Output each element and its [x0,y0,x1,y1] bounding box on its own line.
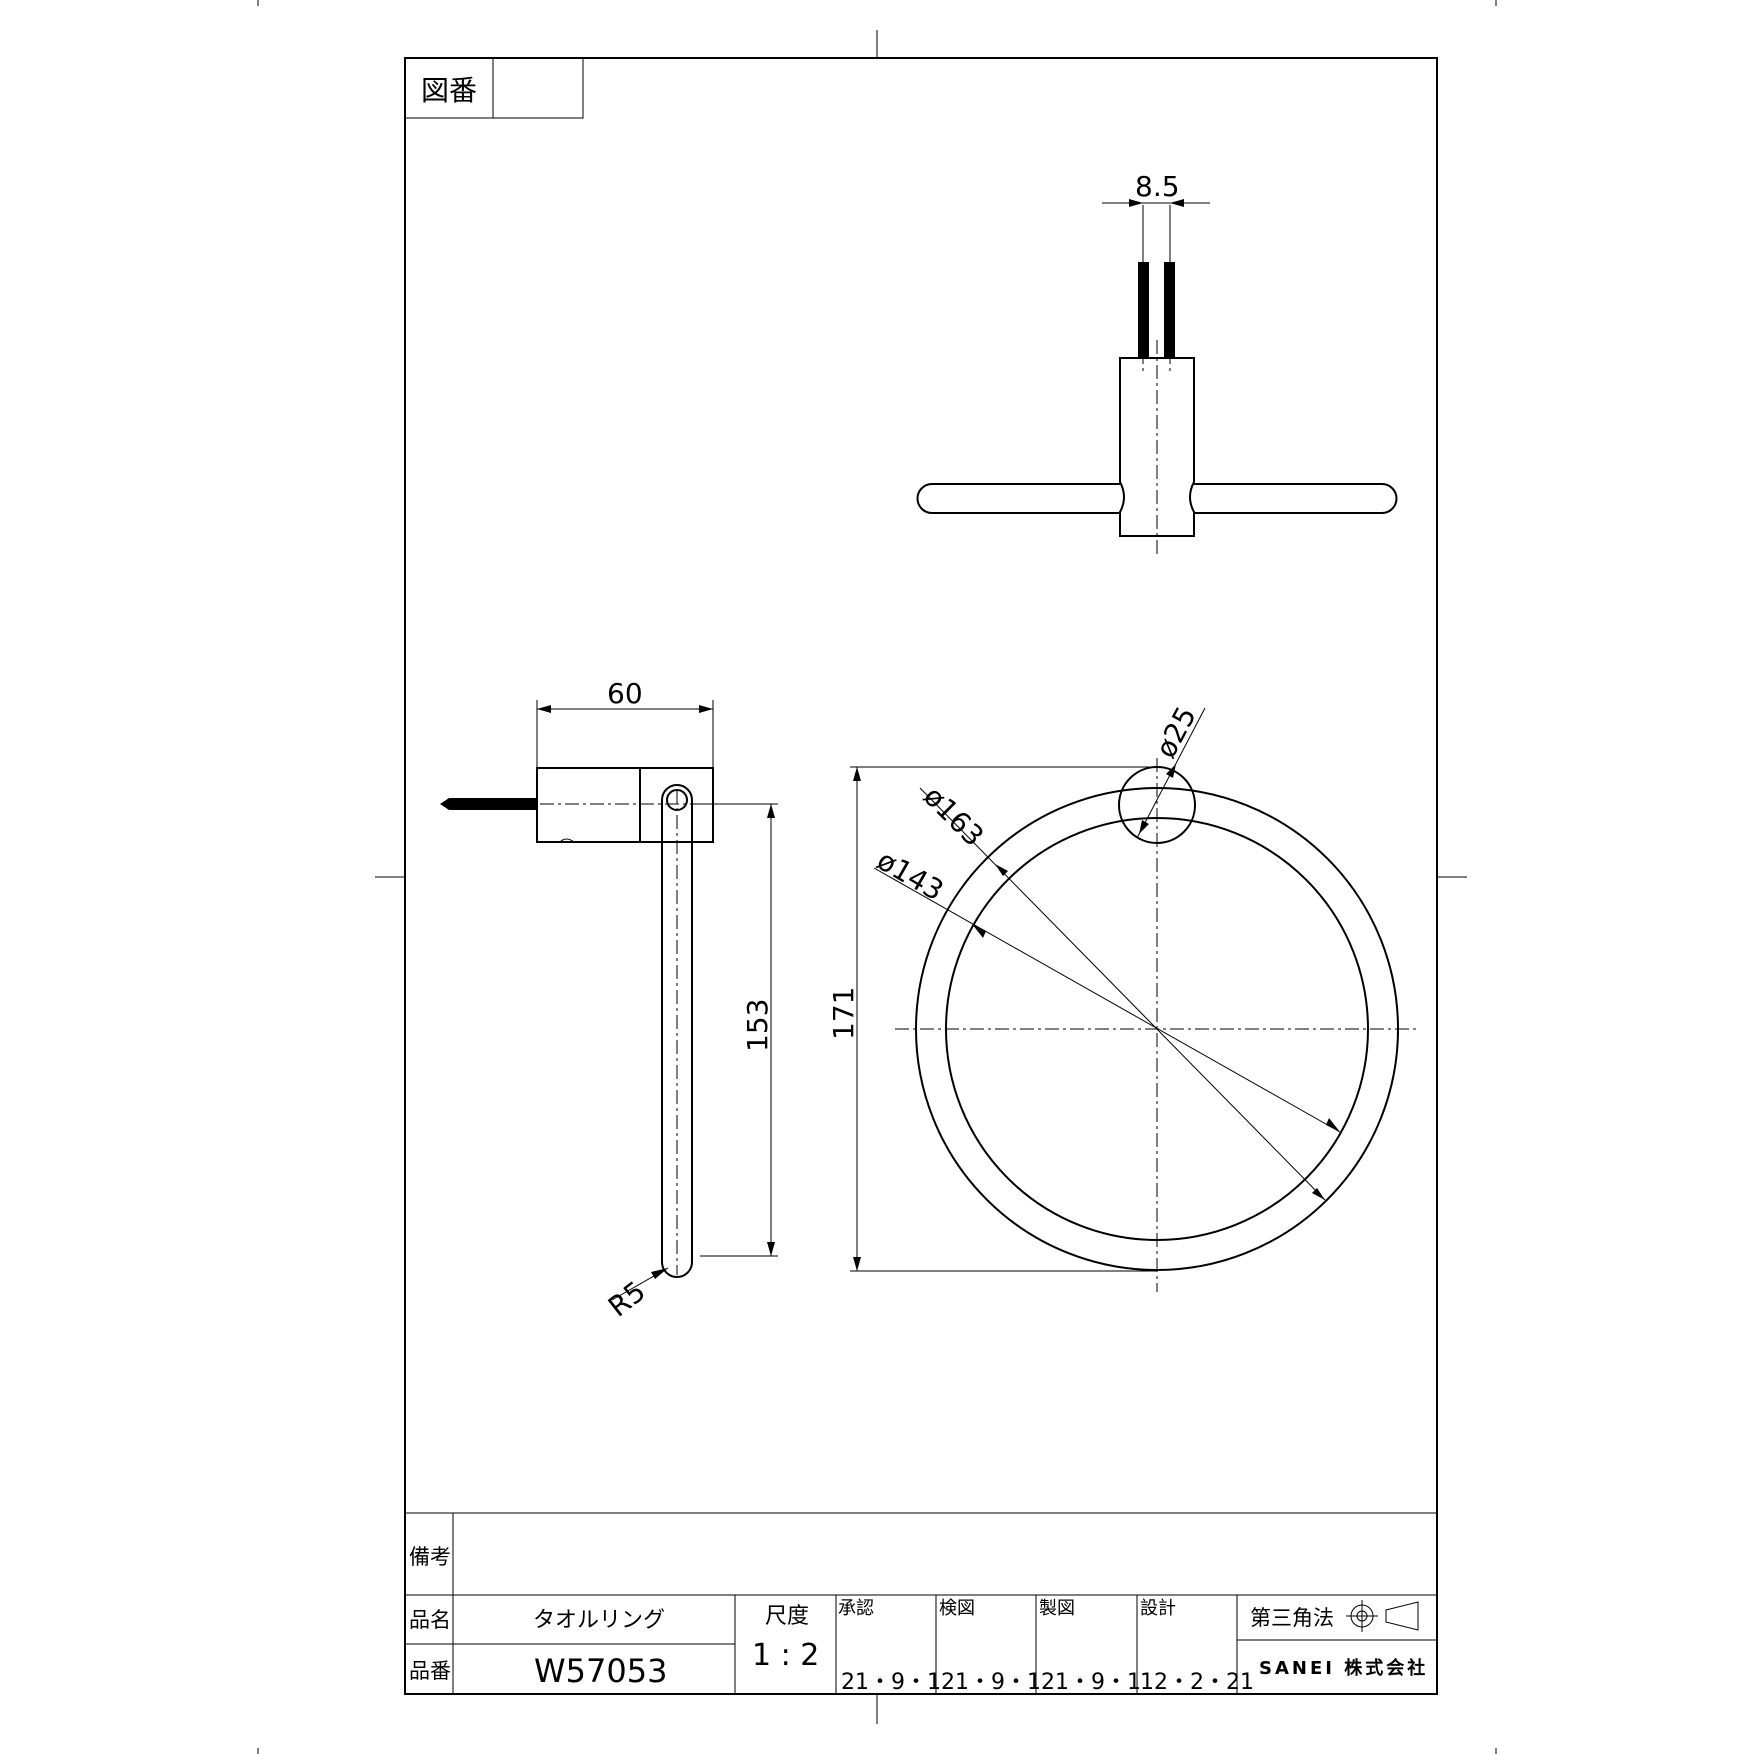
dim-overall-height: 171 [827,987,860,1040]
title-block: 備考 品名 タオルリング 品番 W57053 尺度 1 : 2 承認 21・9・… [405,1512,1437,1695]
drawn-label: 製図 [1039,1598,1075,1619]
sheet-registration-marks [257,0,1497,1754]
scale-label: 尺度 [765,1604,809,1629]
part-number: W57053 [534,1652,667,1690]
scale-value: 1 : 2 [752,1638,819,1673]
dim-screw-pitch: 8.5 [1135,170,1180,203]
company-name: SANEI 株式会社 [1259,1657,1428,1679]
product-name: タオルリング [533,1608,665,1633]
top-view: 8.5 [916,170,1398,555]
approved-label: 承認 [838,1598,874,1619]
approved-date: 21・9・1 [841,1670,941,1695]
dim-outer-diameter: ø163 [917,780,990,853]
drawing-frame [404,57,1438,1695]
side-view: 60 153 R5 [440,677,778,1324]
screw-threads [1138,262,1175,358]
remarks-label: 備考 [409,1545,451,1569]
drawn-date: 21・9・1 [1041,1670,1141,1695]
product-name-label: 品名 [409,1608,451,1632]
dim-bracket-length: 60 [607,677,643,710]
dim-rod-diameter: ø25 [1149,701,1203,763]
design-label: 設計 [1140,1598,1176,1619]
design-date: 12・2・21 [1140,1670,1254,1695]
drawing-number-box: 図番 [404,57,584,119]
part-number-label: 品番 [409,1659,451,1683]
checked-date: 21・9・1 [941,1670,1041,1695]
front-view-ring: 171 ø163 ø143 ø25 [827,701,1418,1292]
checked-label: 検図 [939,1598,975,1619]
dim-inner-diameter: ø143 [872,843,950,907]
projection-label: 第三角法 [1250,1606,1334,1630]
third-angle-projection-icon [1346,1600,1419,1632]
drawing-number-label: 図番 [421,74,477,107]
dim-rod-length: 153 [741,999,774,1052]
side-screw [440,798,537,810]
